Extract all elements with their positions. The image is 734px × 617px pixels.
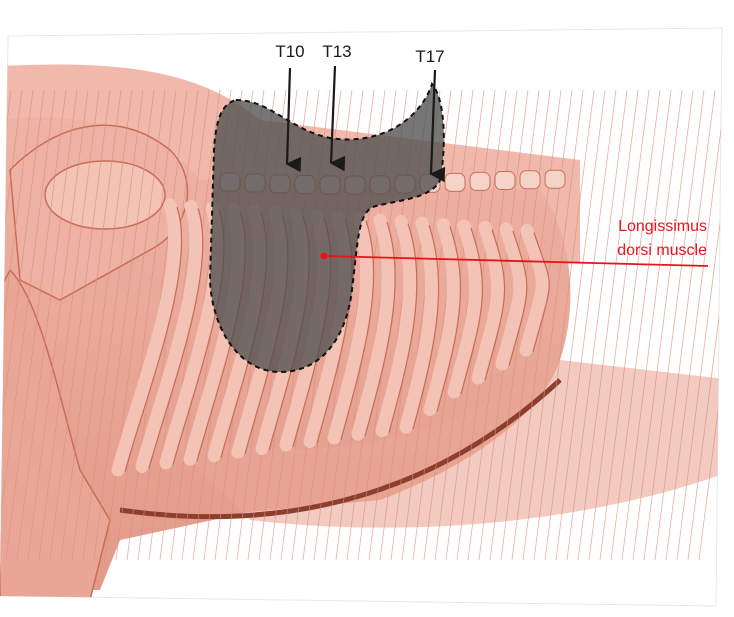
muscle-label-line2: dorsi muscle [617, 242, 707, 259]
vertebra [545, 170, 565, 188]
shoulder-joint [45, 161, 165, 229]
vertebra [520, 171, 540, 189]
muscle-pointer-dot [321, 253, 328, 260]
vertebra-label-t10: T10 [275, 42, 304, 61]
vertebra-label-t13: T13 [322, 42, 351, 61]
vertebra [470, 172, 490, 190]
muscle-label-line1: Longissimus [618, 218, 707, 235]
vertebra-label-t17: T17 [415, 47, 444, 66]
vertebra [445, 173, 465, 191]
vertebra [495, 171, 515, 189]
